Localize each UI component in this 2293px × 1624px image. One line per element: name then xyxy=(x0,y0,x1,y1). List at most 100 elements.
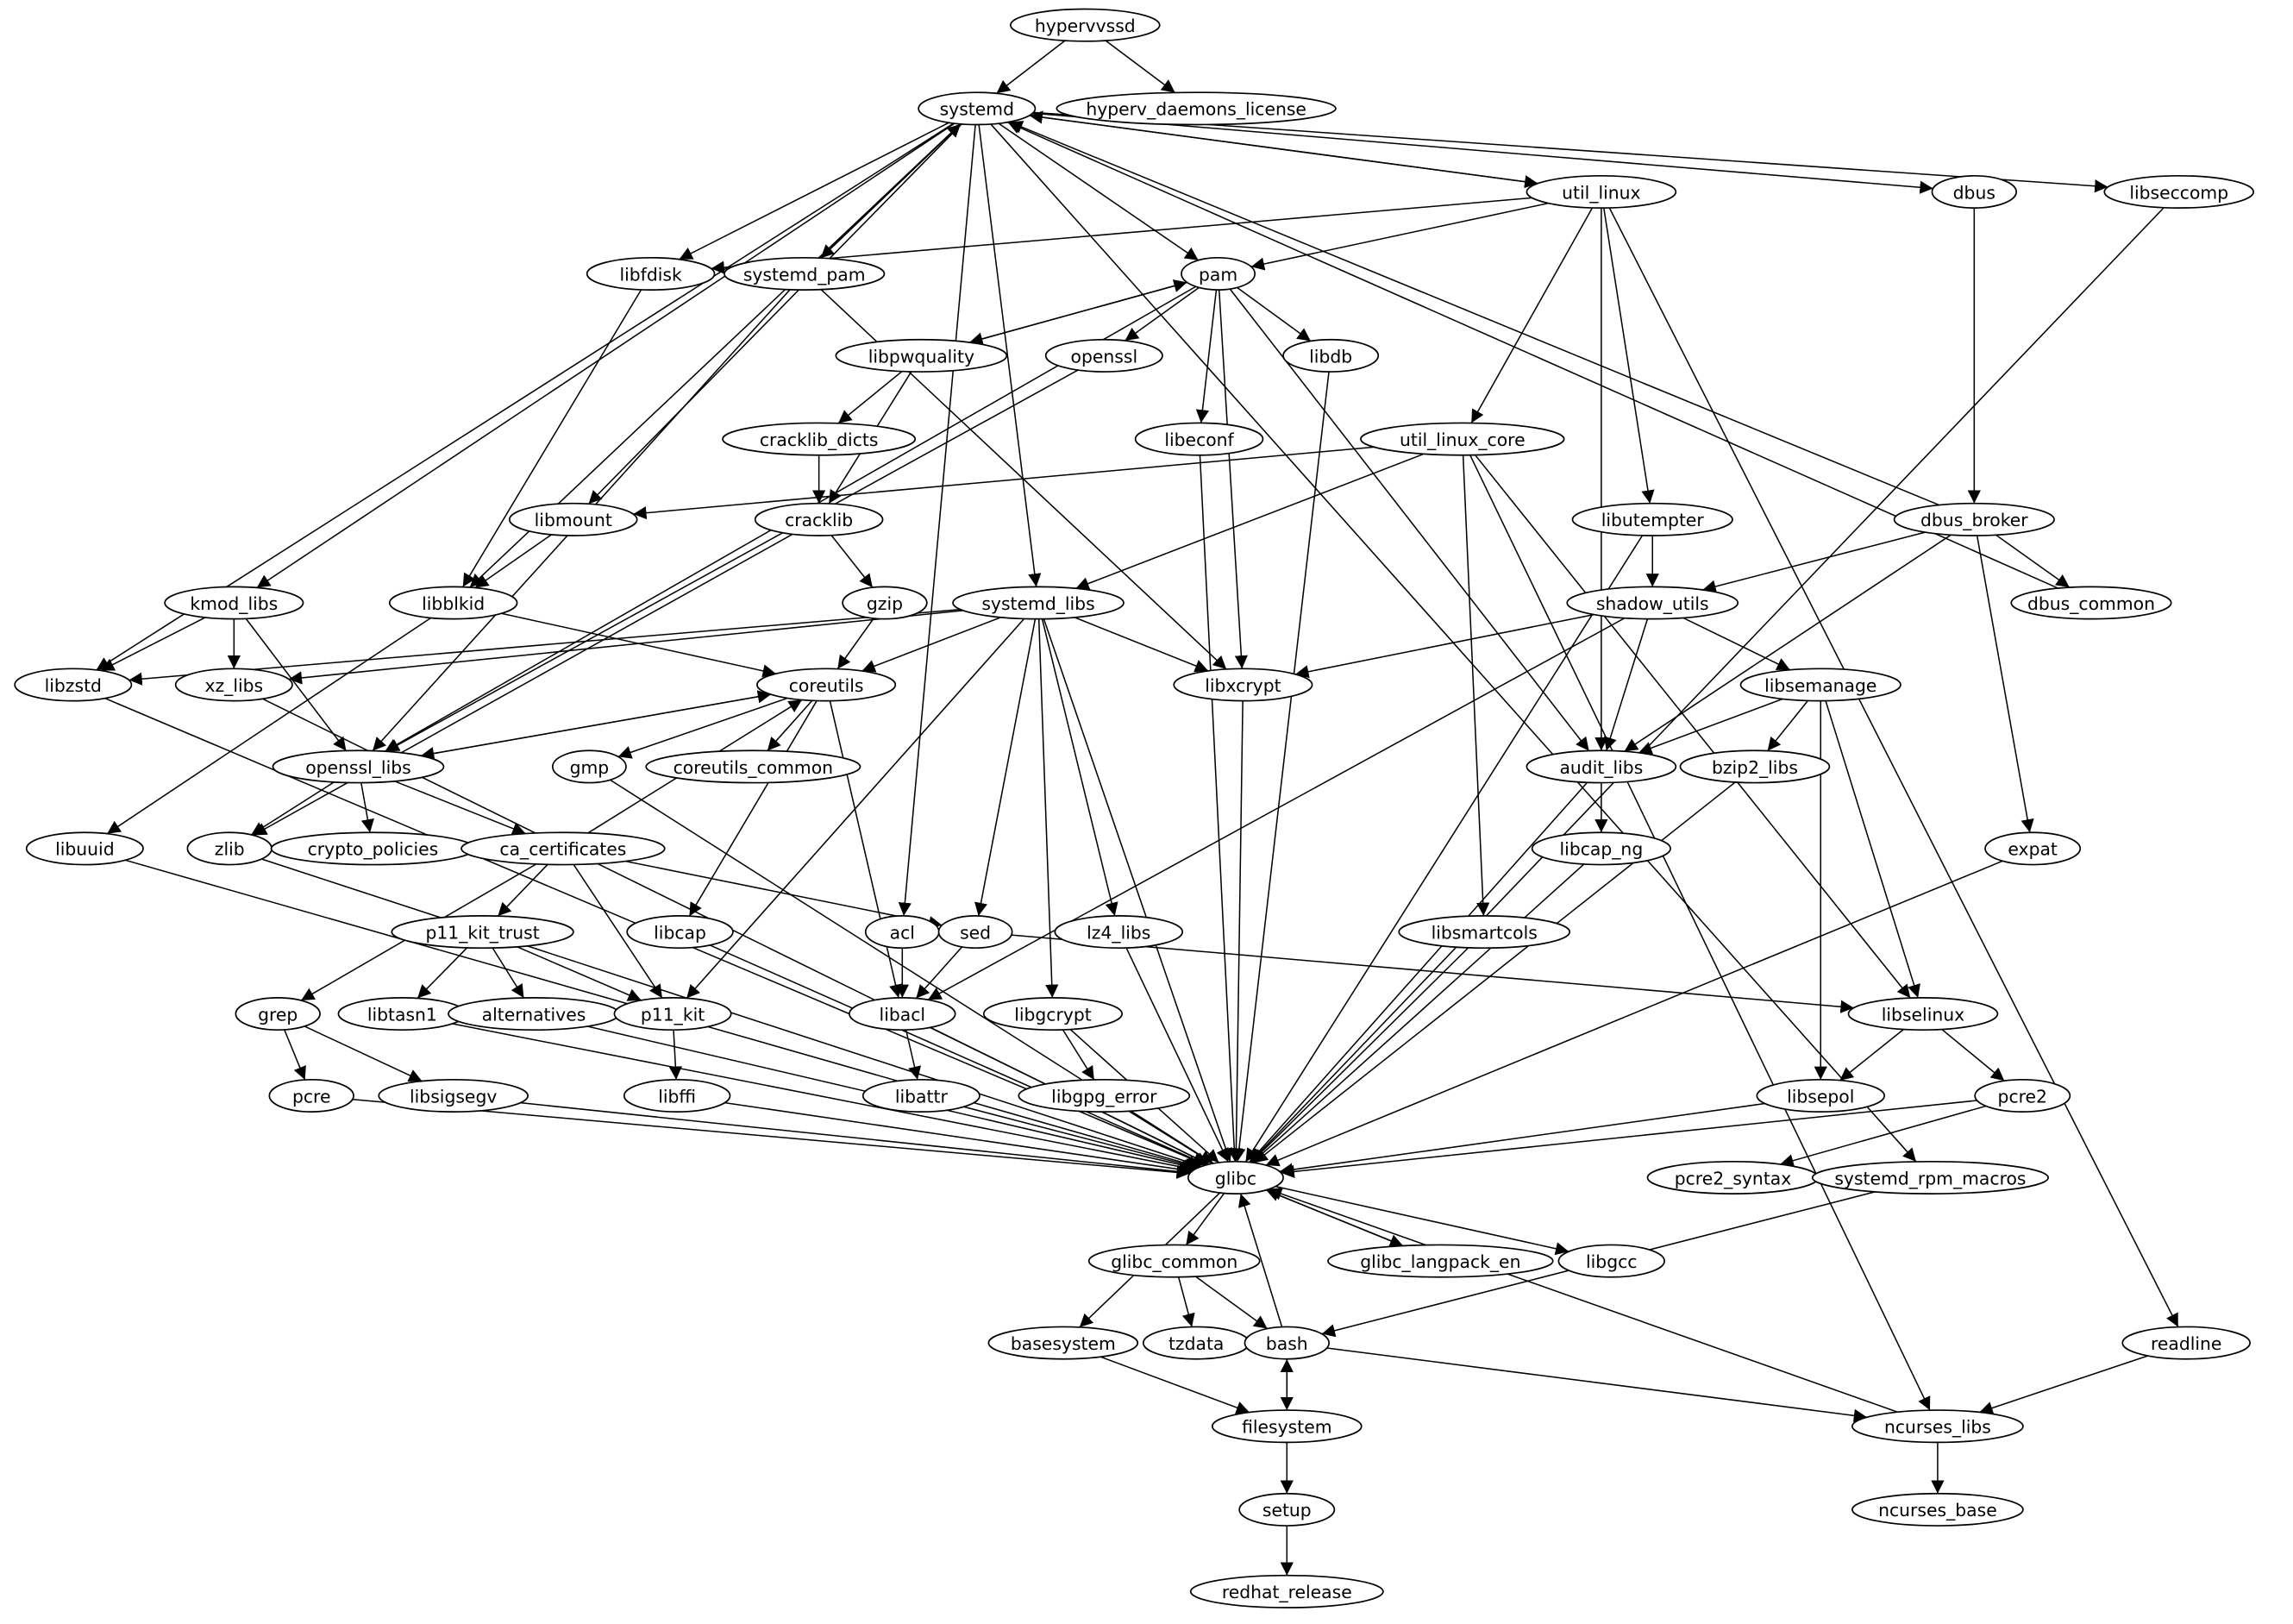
node-ellipse xyxy=(842,586,928,620)
edge-arrow xyxy=(1229,700,1244,1162)
node-ellipse xyxy=(937,915,1013,950)
node-label: gzip xyxy=(867,593,903,614)
node-label: libcap xyxy=(654,922,706,943)
edge-libacl-to-libattr xyxy=(905,1029,922,1081)
node-label: ncurses_base xyxy=(1878,1500,1997,1521)
node-pam: pam xyxy=(1181,256,1256,291)
node-xz_libs: xz_libs xyxy=(174,668,293,702)
edge-libfdisk-to-libblkid xyxy=(462,289,642,587)
node-ellipse xyxy=(1571,502,1733,536)
edge-arrow xyxy=(1232,371,1330,1162)
node-openssl: openssl xyxy=(1044,338,1163,373)
node-basesystem: basesystem xyxy=(987,1326,1139,1360)
node-label: libutempter xyxy=(1601,510,1705,530)
node-libuuid: libuuid xyxy=(25,831,144,866)
edge-glibc-to-libgcc xyxy=(1275,1185,1569,1256)
node-label: sed xyxy=(960,922,991,943)
edge-arrow xyxy=(284,1029,306,1081)
node-label: dbus_broker xyxy=(1920,510,2028,531)
edge-arrow xyxy=(1249,781,1588,1163)
edge-arrow xyxy=(1009,121,1939,506)
node-label: systemd_libs xyxy=(981,593,1094,615)
node-libpwquality: libpwquality xyxy=(835,338,1008,373)
edge-basesystem-to-filesystem xyxy=(1100,1356,1250,1414)
node-systemd_rpm_macros: systemd_rpm_macros xyxy=(1811,1160,2049,1194)
edge-util_linux_core-to-ncurses_libs xyxy=(1469,455,1931,1411)
node-ellipse xyxy=(551,749,627,784)
edge-arrow xyxy=(1100,1356,1250,1414)
edge-readline-to-ncurses_libs xyxy=(1979,1355,2148,1414)
edge-arrow xyxy=(1250,202,1549,271)
node-libcap: libcap xyxy=(626,915,734,950)
node-util_linux: util_linux xyxy=(1526,174,1677,209)
node-label: cracklib xyxy=(785,510,853,530)
edge-arrow xyxy=(245,618,348,751)
node-p11_kit: p11_kit xyxy=(613,997,732,1031)
edge-expat-to-glibc xyxy=(1265,860,2003,1167)
edge-shadow_utils-to-libsemanage xyxy=(1682,617,1791,671)
node-ellipse xyxy=(1526,749,1677,784)
edge-systemd_libs-to-sed xyxy=(974,618,1037,917)
node-label: systemd xyxy=(940,99,1014,120)
edge-arrow xyxy=(963,1106,1199,1171)
node-lz4_libs: lz4_libs xyxy=(1054,915,1184,950)
edge-arrow xyxy=(668,1030,682,1080)
node-coreutils_common: coreutils_common xyxy=(645,749,861,784)
edge-util_linux_core-to-libmount xyxy=(633,446,1375,520)
node-label: glibc_langpack_en xyxy=(1360,1251,1520,1273)
node-label: libffi xyxy=(658,1086,696,1107)
edge-arrow xyxy=(394,781,526,835)
node-label: bzip2_libs xyxy=(1712,757,1798,779)
edge-libpwquality-to-cracklib_dicts xyxy=(837,370,903,424)
edge-arrow xyxy=(688,700,818,917)
node-ellipse xyxy=(1238,1492,1336,1527)
edge-pcre2-to-pcre2_syntax xyxy=(1780,1105,1987,1168)
edge-arrow xyxy=(1041,618,1118,917)
edge-libgcrypt-to-libgpg_error xyxy=(1062,1029,1095,1081)
edge-arrow xyxy=(1326,1347,1868,1422)
node-ellipse xyxy=(174,668,293,702)
edge-libdb-to-glibc xyxy=(1232,371,1330,1162)
edge-arrow xyxy=(837,370,903,424)
edge-arrow xyxy=(996,40,1066,94)
node-ellipse xyxy=(1851,1409,2024,1444)
node-systemd: systemd xyxy=(918,91,1037,126)
node-label: audit_libs xyxy=(1559,757,1643,779)
node-label: grep xyxy=(258,1004,298,1025)
edge-arrow xyxy=(1218,290,1248,669)
node-systemd_libs: systemd_libs xyxy=(952,586,1125,620)
node-hyperv_daemons_license: hyperv_daemons_license xyxy=(1056,91,1337,126)
node-gmp: gmp xyxy=(551,749,627,784)
edge-p11_kit_trust-to-p11_kit xyxy=(517,946,642,1001)
node-label: alternatives xyxy=(482,1004,586,1025)
node-libgcrypt: libgcrypt xyxy=(982,997,1124,1031)
node-libacl: libacl xyxy=(849,997,956,1031)
node-ellipse xyxy=(754,502,884,536)
edge-dbus_broker-to-systemd xyxy=(1009,121,1939,506)
node-glibc_common: glibc_common xyxy=(1087,1244,1261,1278)
node-libffi: libffi xyxy=(623,1078,731,1113)
edge-systemd_libs-to-coreutils xyxy=(861,617,1001,673)
edge-shadow_utils-to-libxcrypt xyxy=(1295,613,1594,679)
edge-systemd_libs-to-lz4_libs xyxy=(1041,618,1118,917)
edge-bash-to-glibc xyxy=(1237,1193,1283,1327)
node-label: libblkid xyxy=(422,593,485,614)
edge-arrow xyxy=(1105,40,1176,93)
node-ellipse xyxy=(391,915,574,950)
edge-arrow xyxy=(1475,455,1911,999)
node-label: libseccomp xyxy=(2129,182,2228,203)
edge-libgpg_error-to-glibc xyxy=(1128,1110,1214,1164)
node-label: libcap_ng xyxy=(1560,839,1644,861)
node-setup: setup xyxy=(1238,1492,1336,1527)
edge-ca_certificates-to-sed xyxy=(625,860,943,930)
edge-arrow xyxy=(617,697,788,759)
edge-arrow xyxy=(253,533,793,837)
edge-libcap-to-glibc xyxy=(710,944,1207,1166)
edge-arrow xyxy=(767,699,813,751)
edge-arrow xyxy=(497,863,548,917)
edge-arrow xyxy=(1251,863,1585,1163)
edge-kmod_libs-to-libzstd xyxy=(100,617,206,672)
edge-util_linux-to-pam xyxy=(1250,202,1549,271)
edge-arrow xyxy=(1767,699,1809,752)
